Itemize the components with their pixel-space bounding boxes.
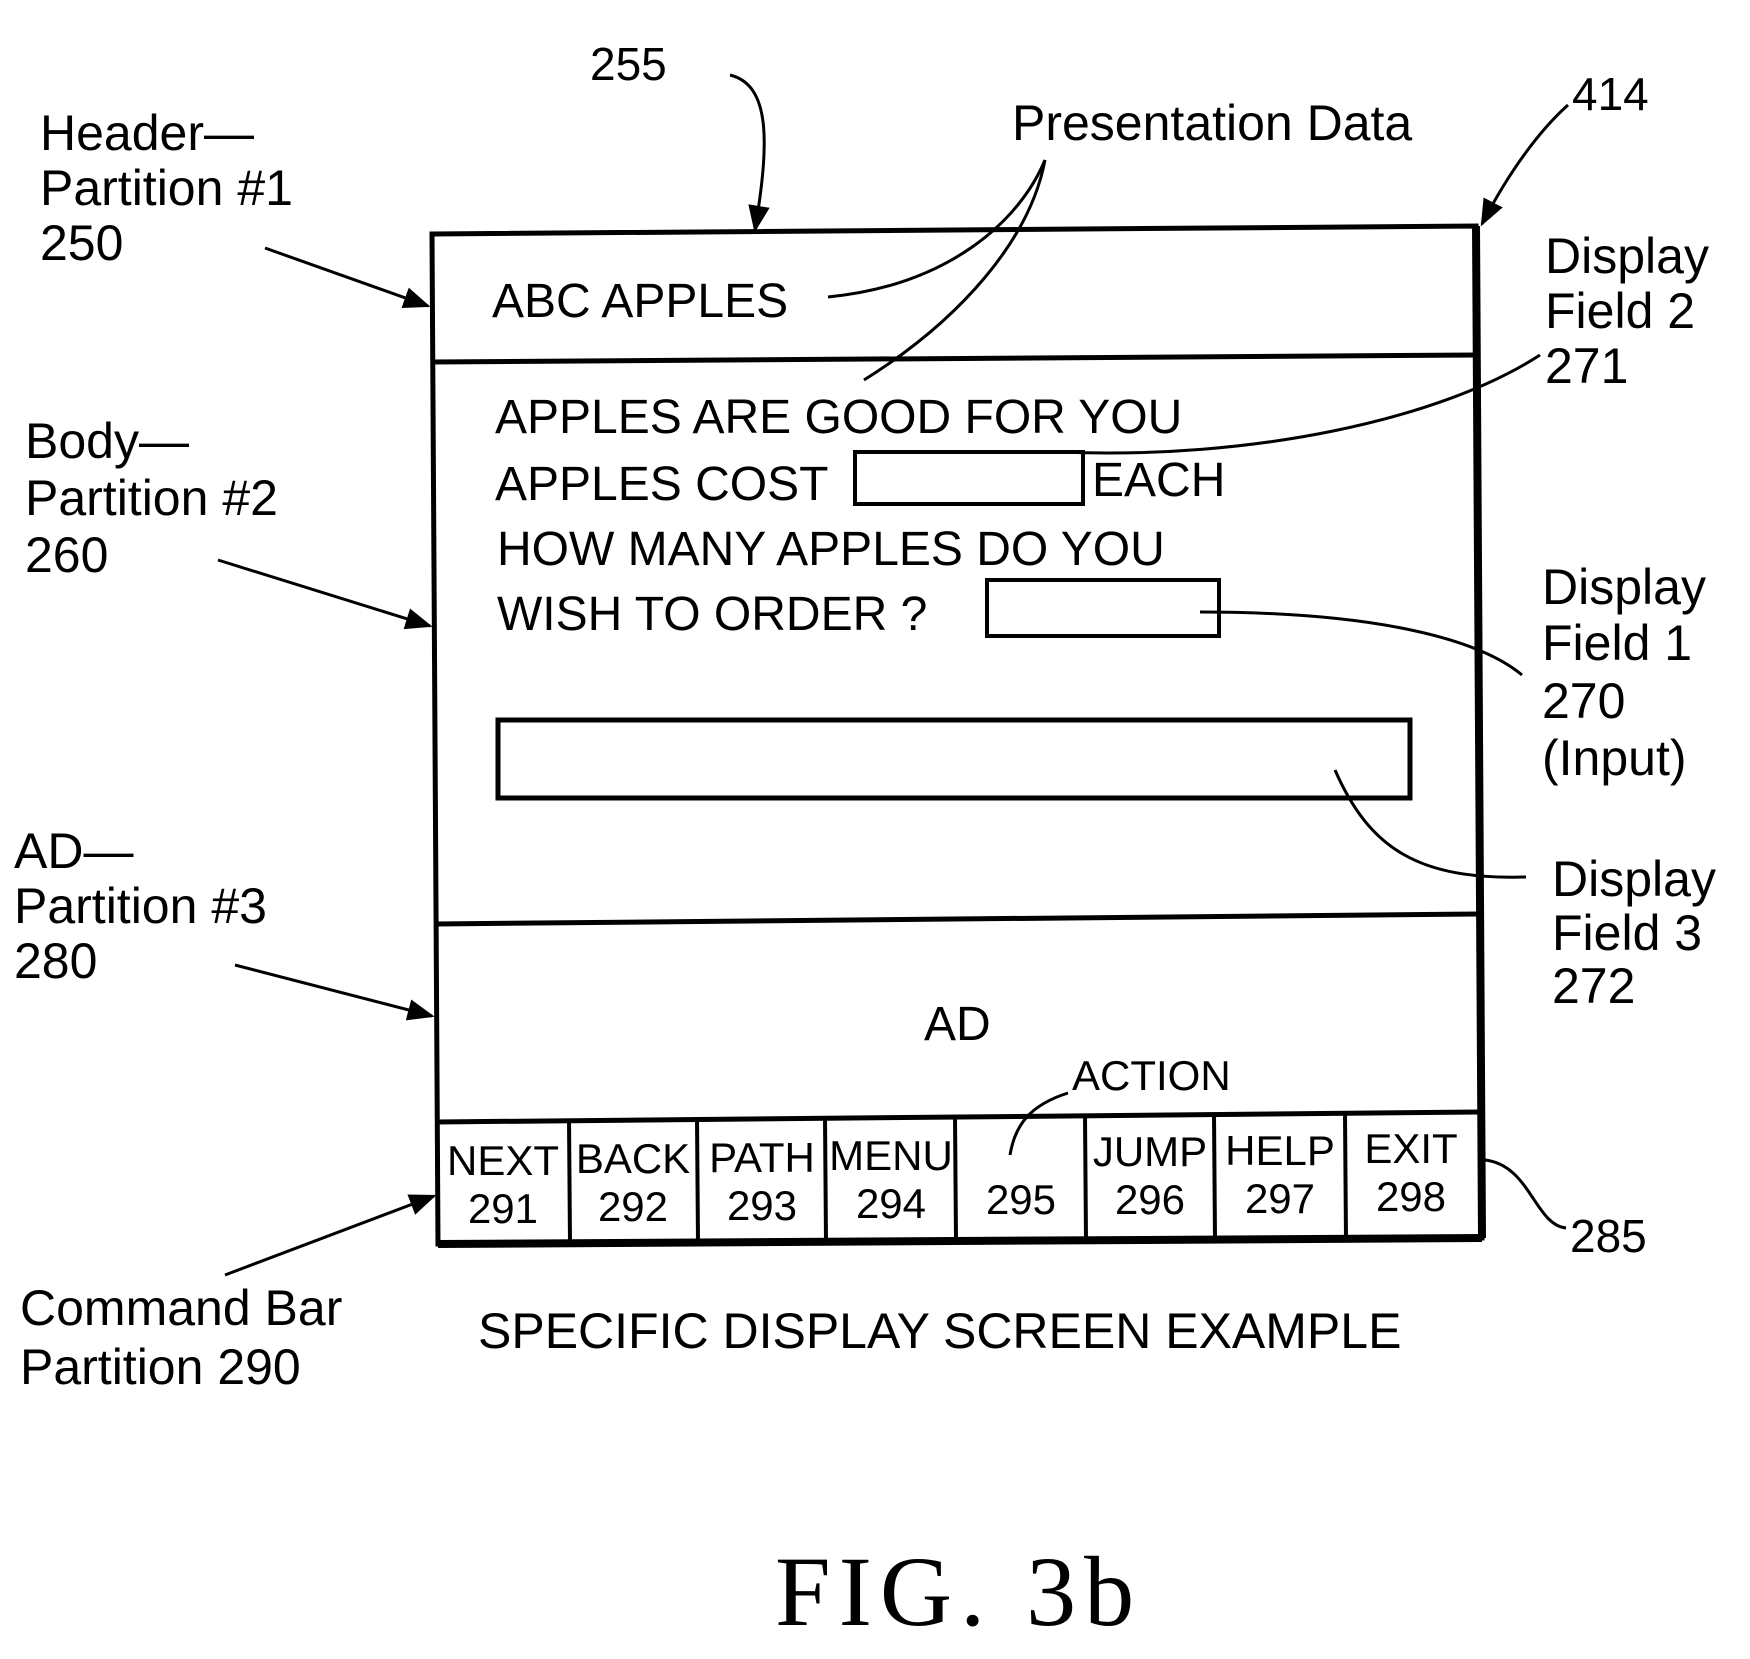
- command-button-action[interactable]: 295: [986, 1176, 1056, 1223]
- body-line-1: APPLES ARE GOOD FOR YOU: [495, 391, 1182, 444]
- command-bar-partition-label: Command Bar Partition 290: [20, 1280, 342, 1395]
- label-line: Partition #1: [40, 160, 293, 216]
- command-button-help[interactable]: HELP 297: [1225, 1127, 1335, 1222]
- label-line: Field 2: [1545, 283, 1695, 339]
- figure-caption: SPECIFIC DISPLAY SCREEN EXAMPLE: [478, 1303, 1401, 1359]
- figure-title: FIG. 3b: [775, 1536, 1142, 1647]
- display-field-1-leader: [1199, 610, 1523, 677]
- action-label: ACTION: [1072, 1052, 1231, 1099]
- display-field-3-label: Display Field 3 272: [1552, 851, 1716, 1014]
- ad-partition-label: AD— Partition #3 280: [14, 823, 267, 989]
- command-number: 295: [986, 1176, 1056, 1223]
- label-line: Display: [1552, 851, 1716, 907]
- command-label: PATH: [709, 1134, 815, 1181]
- presentation-data-label: Presentation Data: [1012, 95, 1412, 151]
- command-button-back[interactable]: BACK 292: [576, 1135, 690, 1230]
- action-leader: [1008, 1091, 1069, 1156]
- ref-frame-arrow: [1480, 103, 1569, 227]
- label-line: Field 1: [1542, 615, 1692, 671]
- ad-divider: [436, 1109, 1481, 1125]
- ref-frame-414: 414: [1572, 68, 1649, 120]
- display-field-1-input[interactable]: [985, 578, 1221, 638]
- label-line: Field 3: [1552, 905, 1702, 961]
- label-line: 272: [1552, 958, 1635, 1014]
- header-partition-label: Header— Partition #1 250: [40, 105, 293, 271]
- command-label: HELP: [1225, 1127, 1335, 1174]
- body-partition-arrow: [217, 558, 433, 630]
- presentation-leader-1: [827, 159, 1047, 299]
- label-line: Partition 290: [20, 1339, 301, 1395]
- label-line: 280: [14, 933, 97, 989]
- header-divider: [431, 352, 1478, 365]
- display-field-3-leader: [1333, 769, 1527, 879]
- label-line: Command Bar: [20, 1280, 342, 1336]
- display-field-2-box: [853, 450, 1085, 506]
- header-partition-arrow: [264, 246, 431, 309]
- label-line: 250: [40, 215, 123, 271]
- command-label: JUMP: [1093, 1128, 1207, 1175]
- command-number: 296: [1115, 1176, 1185, 1223]
- command-button-jump[interactable]: JUMP 296: [1093, 1128, 1207, 1223]
- display-field-3-box: [495, 717, 1413, 801]
- command-button-menu[interactable]: MENU 294: [829, 1132, 953, 1227]
- command-button-next[interactable]: NEXT 291: [447, 1137, 559, 1232]
- command-button-exit[interactable]: EXIT 298: [1364, 1125, 1457, 1220]
- header-title: ABC APPLES: [492, 275, 788, 328]
- label-line: 270: [1542, 673, 1625, 729]
- body-partition-label: Body— Partition #2 260: [25, 413, 278, 583]
- label-line: 271: [1545, 338, 1628, 394]
- command-number: 294: [856, 1180, 926, 1227]
- command-number: 291: [468, 1185, 538, 1232]
- command-label: BACK: [576, 1135, 690, 1182]
- ref-command-bar-leader: [1484, 1158, 1567, 1230]
- command-bar: [567, 1113, 1348, 1244]
- label-line: Body—: [25, 413, 189, 469]
- command-number: 293: [727, 1182, 797, 1229]
- body-line-4: WISH TO ORDER ?: [497, 588, 927, 641]
- ad-text: AD: [924, 998, 991, 1051]
- display-field-2-leader: [1059, 353, 1541, 455]
- label-line: Partition #2: [25, 470, 278, 526]
- label-line: 260: [25, 527, 108, 583]
- ref-screen-arrow: [729, 73, 770, 233]
- command-bar-partition-arrow: [224, 1194, 437, 1277]
- command-button-path[interactable]: PATH 293: [709, 1134, 815, 1229]
- body-line-2b: EACH: [1092, 454, 1225, 507]
- presentation-leader-2: [863, 159, 1047, 382]
- command-label: MENU: [829, 1132, 953, 1179]
- label-line: Header—: [40, 105, 254, 161]
- display-field-1-label: Display Field 1 270 (Input): [1542, 559, 1706, 786]
- label-line: Display: [1545, 228, 1709, 284]
- label-line: Partition #3: [14, 878, 267, 934]
- command-number: 297: [1245, 1175, 1315, 1222]
- ref-command-bar-285: 285: [1570, 1210, 1647, 1262]
- command-number: 298: [1376, 1173, 1446, 1220]
- display-screen: [429, 223, 1486, 1248]
- command-label: NEXT: [447, 1137, 559, 1184]
- display-field-2-label: Display Field 2 271: [1545, 228, 1709, 394]
- label-line: AD—: [14, 823, 133, 879]
- body-divider: [435, 911, 1480, 927]
- label-line: Display: [1542, 559, 1706, 615]
- body-line-2a: APPLES COST: [495, 458, 828, 511]
- command-number: 292: [598, 1183, 668, 1230]
- label-line: (Input): [1542, 730, 1687, 786]
- command-label: EXIT: [1364, 1125, 1457, 1172]
- ref-screen-255: 255: [590, 38, 667, 90]
- ad-partition-arrow: [234, 963, 435, 1021]
- body-line-3: HOW MANY APPLES DO YOU: [497, 523, 1165, 576]
